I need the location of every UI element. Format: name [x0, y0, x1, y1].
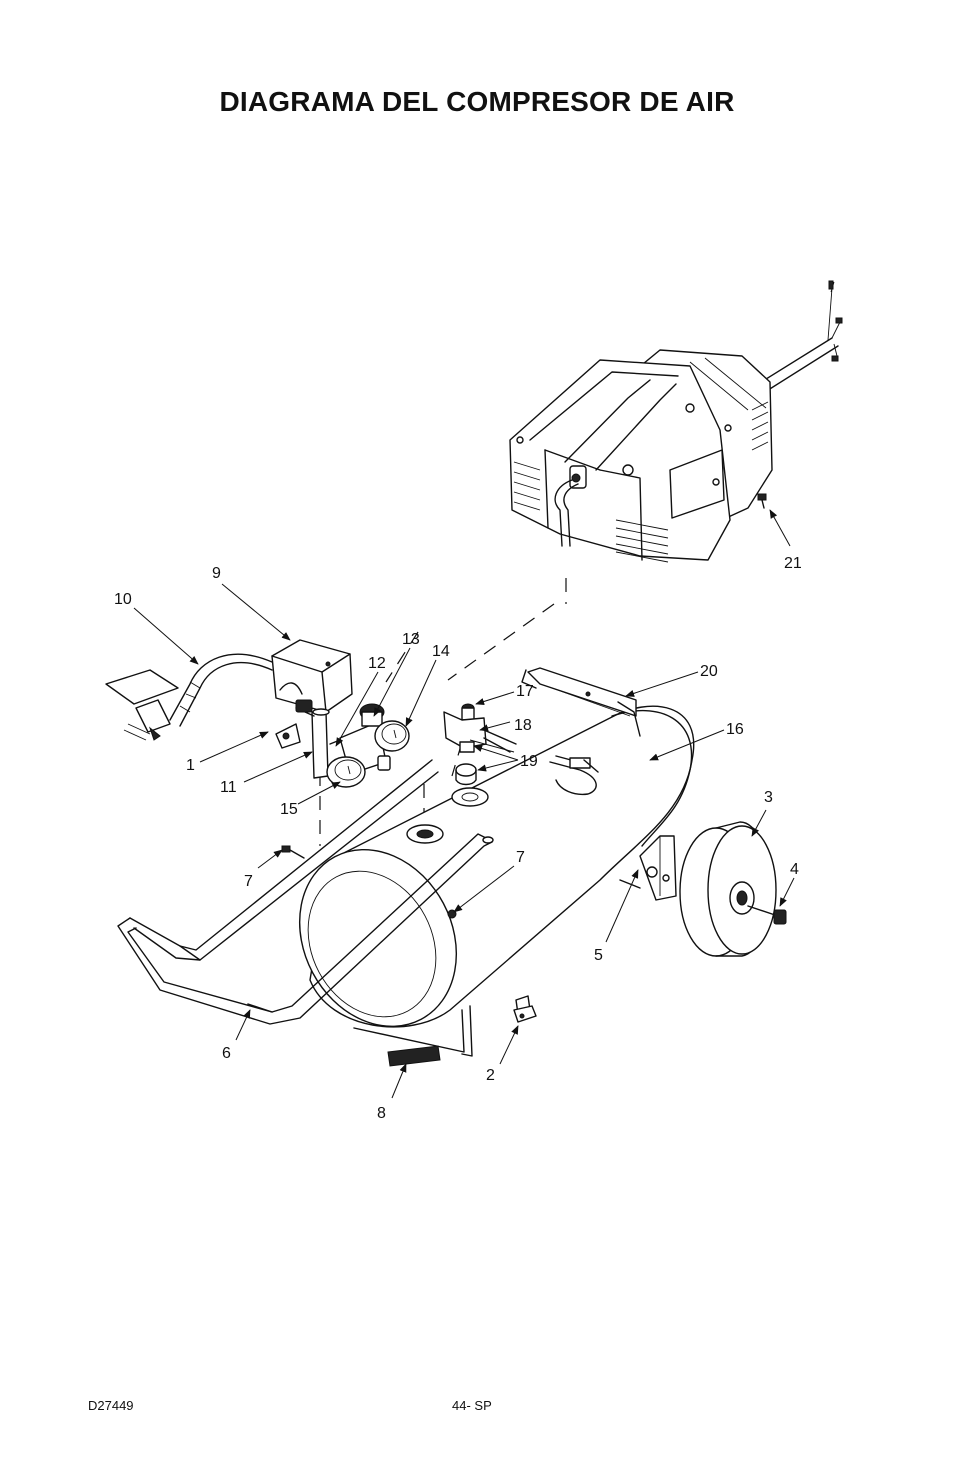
wheel	[679, 821, 787, 957]
callout-14: 14	[432, 643, 450, 660]
page-title: DIAGRAMA DEL COMPRESOR DE AIR	[219, 86, 735, 117]
callout-15: 15	[280, 801, 298, 818]
screw-21	[757, 493, 767, 509]
callout-4: 4	[790, 861, 799, 878]
leader-lines	[133, 509, 795, 1099]
check-valve-assembly	[443, 703, 599, 796]
drain-valve	[513, 995, 537, 1023]
callout-21: 21	[784, 555, 802, 572]
callout-19: 19	[520, 753, 538, 770]
callout-16: 16	[726, 721, 744, 738]
page-number: 44- SP	[452, 1398, 492, 1413]
callout-17: 17	[516, 683, 534, 700]
callout-7a: 7	[244, 873, 253, 890]
callout-7b: 7	[516, 849, 525, 866]
callout-11: 11	[220, 779, 237, 796]
callout-12: 12	[368, 655, 386, 672]
label-plate	[387, 1045, 441, 1067]
callout-10: 10	[114, 591, 132, 608]
callout-13: 13	[402, 631, 420, 648]
callout-6: 6	[222, 1045, 231, 1062]
handle-bracket	[521, 667, 641, 737]
callout-20: 20	[700, 663, 718, 680]
pressure-switch	[105, 639, 353, 741]
document-number: D27449	[88, 1398, 134, 1413]
handle	[117, 759, 494, 1025]
callout-8: 8	[377, 1105, 386, 1122]
callout-numbers: 1 2 3 4 5 6 7 7 8 9 10 11 12 13 14 15 16…	[114, 555, 802, 1122]
callout-1: 1	[186, 757, 195, 774]
pump-motor-assembly	[509, 280, 843, 563]
callout-2: 2	[486, 1067, 495, 1084]
callout-3: 3	[764, 789, 773, 806]
callout-5: 5	[594, 947, 603, 964]
manifold-regulator	[275, 699, 410, 788]
air-tank	[298, 705, 695, 1057]
callout-9: 9	[212, 565, 221, 582]
callout-18: 18	[514, 717, 532, 734]
